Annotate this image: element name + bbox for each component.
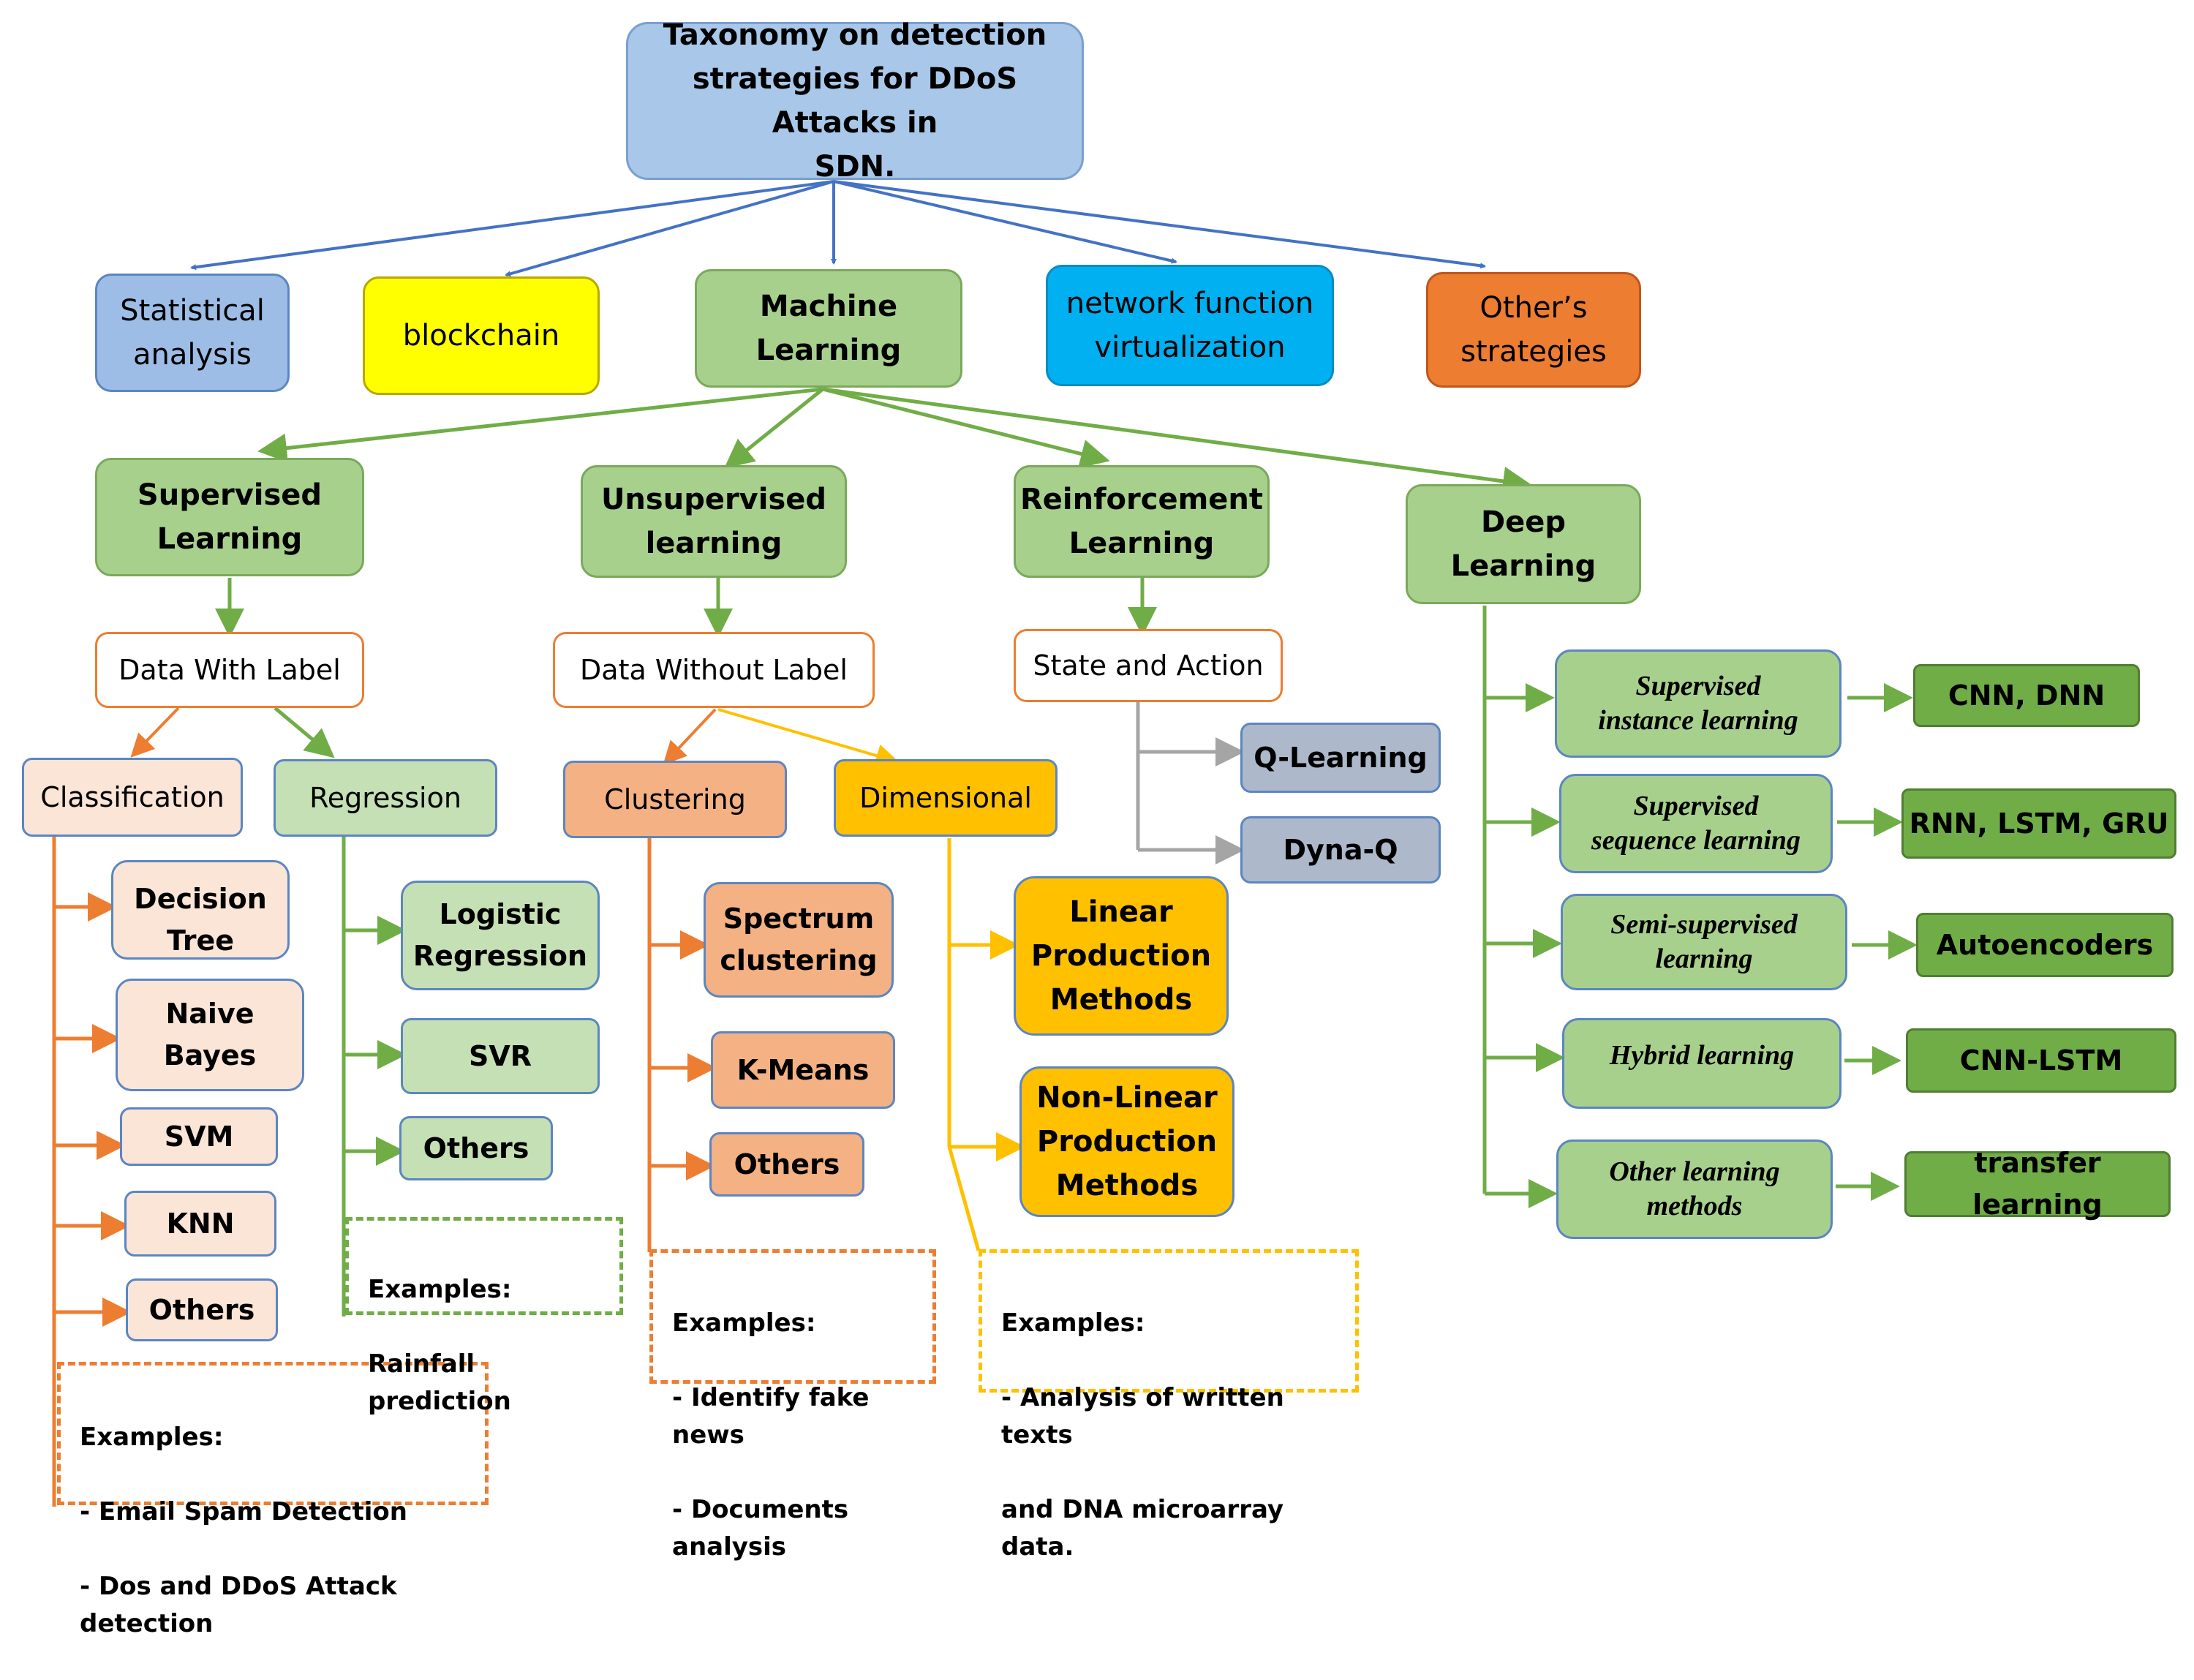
other-strategies-node: Other’s strategies xyxy=(1426,272,1641,388)
regression-others-node: Others xyxy=(399,1116,553,1180)
example-item: and DNA microarray data. xyxy=(1001,1495,1284,1562)
classification-others-node: Others xyxy=(126,1278,278,1341)
statistical-analysis-node: Statistical analysis xyxy=(95,274,290,392)
non-linear-production-methods-node: Non-Linear Production Methods xyxy=(1019,1066,1234,1217)
knn-node: KNN xyxy=(124,1191,276,1257)
decision-tree-node: Decision Tree xyxy=(111,860,290,960)
svr-node: SVR xyxy=(401,1018,600,1094)
clustering-others-node: Others xyxy=(709,1132,864,1197)
classification-node: Classification xyxy=(22,758,243,837)
regression-node: Regression xyxy=(274,759,497,837)
dyna-q-node: Dyna-Q xyxy=(1240,816,1441,884)
clustering-examples-box: Examples: - Identify fake news - Documen… xyxy=(649,1249,936,1562)
linear-production-methods-node: Linear Production Methods xyxy=(1014,876,1229,1036)
examples-heading: Examples: xyxy=(368,1275,512,1304)
dl-model-transfer-learning: transfer learning xyxy=(1904,1147,2171,1221)
data-with-label-node: Data With Label xyxy=(95,632,364,708)
dl-type-semi-supervised: Semi-supervised learning xyxy=(1561,894,1847,990)
logistic-regression-node: Logistic Regression xyxy=(401,881,600,990)
connector-lines xyxy=(52,180,1918,1507)
dl-model-cnn-lstm: CNN-LSTM xyxy=(1906,1028,2176,1093)
dl-type-supervised-sequence: Supervised sequence learning xyxy=(1559,774,1833,873)
spectrum-clustering-node: Spectrum clustering xyxy=(704,882,894,998)
example-item: - Email Spam Detection xyxy=(80,1497,407,1526)
clustering-node: Clustering xyxy=(563,761,787,838)
dl-model-rnn-lstm-gru: RNN, LSTM, GRU xyxy=(1901,788,2176,859)
regression-examples-box: Examples: Rainfall prediction xyxy=(345,1217,623,1416)
unsupervised-learning-node: Unsupervised learning xyxy=(581,465,847,578)
nfv-node: network function virtualization xyxy=(1046,265,1334,386)
dl-type-supervised-instance: Supervised instance learning xyxy=(1555,649,1841,758)
k-means-node: K-Means xyxy=(711,1031,895,1109)
example-item: - Dos and DDoS Attack detection xyxy=(80,1572,397,1638)
example-item: - Analysis of written texts xyxy=(1001,1383,1284,1450)
deep-learning-node: Deep Learning xyxy=(1406,484,1641,604)
supervised-learning-node: Supervised Learning xyxy=(95,458,364,576)
dl-type-hybrid: Hybrid learning xyxy=(1562,1018,1841,1109)
blockchain-node: blockchain xyxy=(363,276,600,395)
svm-node: SVM xyxy=(120,1107,278,1166)
naive-bayes-node: Naive Bayes xyxy=(116,979,304,1091)
dl-type-other-methods: Other learning methods xyxy=(1556,1140,1833,1239)
examples-heading: Examples: xyxy=(672,1308,816,1338)
examples-heading: Examples: xyxy=(80,1423,224,1452)
example-item: - Documents analysis xyxy=(672,1495,849,1562)
example-item: Rainfall prediction xyxy=(368,1349,511,1416)
data-without-label-node: Data Without Label xyxy=(553,632,875,708)
dimensional-examples-box: Examples: - Analysis of written texts an… xyxy=(979,1249,1359,1562)
root-title: Taxonomy on detection strategies for DDo… xyxy=(626,18,1084,184)
reinforcement-learning-node: Reinforcement Learning xyxy=(1014,465,1270,578)
q-learning-node: Q-Learning xyxy=(1240,723,1441,793)
examples-heading: Examples: xyxy=(1001,1308,1145,1338)
dl-model-cnn-dnn: CNN, DNN xyxy=(1913,664,2140,727)
example-item: - Identify fake news xyxy=(672,1383,870,1450)
dl-model-autoencoders: Autoencoders xyxy=(1916,913,2174,977)
machine-learning-node: Machine Learning xyxy=(695,269,962,388)
state-and-action-node: State and Action xyxy=(1014,629,1283,702)
dimensional-node: Dimensional xyxy=(834,759,1058,837)
